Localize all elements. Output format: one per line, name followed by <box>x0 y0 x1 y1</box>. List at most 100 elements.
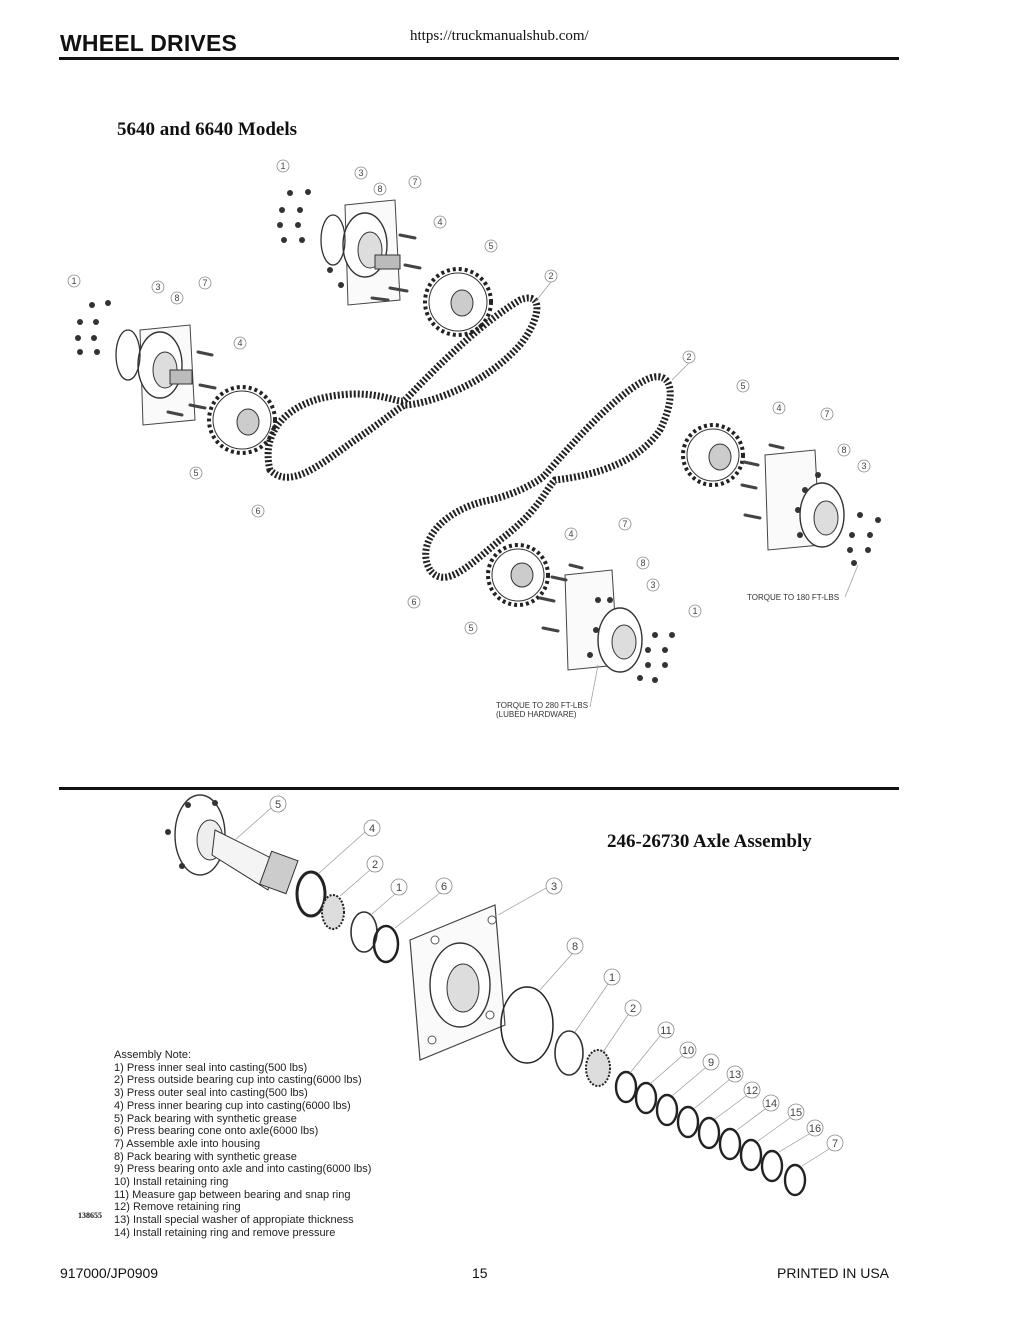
footer-page-number: 15 <box>472 1265 488 1281</box>
bearing-cone <box>321 894 345 930</box>
note-line: 3) Press outer seal into casting(500 lbs… <box>114 1087 308 1100</box>
svg-text:2: 2 <box>548 271 553 281</box>
svg-text:3: 3 <box>155 282 160 292</box>
svg-text:7: 7 <box>824 409 829 419</box>
svg-text:7: 7 <box>412 177 417 187</box>
svg-text:8: 8 <box>174 293 179 303</box>
torque-note-bottom-2: (LUBED HARDWARE) <box>496 710 577 719</box>
hub-assembly-bottom <box>538 563 675 683</box>
assembly-notes: Assembly Note: 1) Press inner seal into … <box>114 1049 444 1239</box>
hub-assembly-left <box>75 300 217 426</box>
svg-text:5: 5 <box>468 623 473 633</box>
svg-text:10: 10 <box>682 1045 694 1057</box>
section1-title: 5640 and 6640 Models <box>117 119 297 140</box>
outer-seal <box>372 924 400 964</box>
svg-text:1: 1 <box>71 276 76 286</box>
svg-text:8: 8 <box>841 445 846 455</box>
header-rule <box>59 57 899 60</box>
svg-text:3: 3 <box>358 168 363 178</box>
svg-text:2: 2 <box>686 352 691 362</box>
note-heading: Assembly Note: <box>114 1049 192 1061</box>
sprocket-right <box>681 423 745 487</box>
svg-text:8: 8 <box>640 558 645 568</box>
note-line: 5) Pack bearing with synthetic grease <box>114 1112 297 1125</box>
sprocket-left <box>207 385 277 455</box>
sprocket-bottom <box>486 543 550 607</box>
callout-labels-axle: 5 4 2 1 6 3 8 1 2 11 10 9 13 12 14 15 16… <box>275 799 838 1150</box>
section-rule <box>59 787 899 790</box>
chain-upper <box>264 294 541 481</box>
svg-text:7: 7 <box>202 278 207 288</box>
outer-bearing-cup <box>554 1030 584 1076</box>
callouts-axle <box>269 795 844 1152</box>
axle-shaft <box>165 794 299 895</box>
hub-assembly-top <box>277 189 422 306</box>
svg-text:11: 11 <box>660 1025 671 1037</box>
svg-text:5: 5 <box>193 468 198 478</box>
torque-note-bottom-1: TORQUE TO 280 FT-LBS <box>496 701 588 710</box>
svg-text:4: 4 <box>437 217 442 227</box>
svg-text:13: 13 <box>729 1069 741 1081</box>
svg-text:1: 1 <box>692 606 697 616</box>
note-line: 7) Assemble axle into housing <box>114 1137 261 1150</box>
svg-text:1: 1 <box>609 972 615 984</box>
retaining-rings <box>614 1070 807 1197</box>
source-url[interactable]: https://truckmanualshub.com/ <box>410 28 589 44</box>
svg-text:6: 6 <box>255 506 260 516</box>
note-line: 4) Press inner bearing cup into casting(… <box>114 1099 351 1112</box>
outer-bearing-cone <box>585 1049 611 1087</box>
note-line: 10) Install retaining ring <box>114 1176 229 1189</box>
svg-text:1: 1 <box>280 161 285 171</box>
svg-text:3: 3 <box>551 881 557 893</box>
page-title: WHEEL DRIVES <box>60 30 238 56</box>
svg-text:3: 3 <box>650 580 655 590</box>
inner-seal <box>295 870 327 918</box>
note-line: 6) Press bearing cone onto axle(6000 lbs… <box>114 1125 319 1138</box>
axle-assembly-diagram: 5 4 2 1 6 3 8 1 2 11 10 9 13 12 14 15 16… <box>165 794 844 1197</box>
svg-text:7: 7 <box>832 1138 838 1150</box>
svg-text:7: 7 <box>622 519 627 529</box>
footer-doc-number: 917000/JP0909 <box>60 1265 159 1281</box>
leader-lines <box>534 281 859 708</box>
svg-text:8: 8 <box>377 184 382 194</box>
svg-text:4: 4 <box>776 403 781 413</box>
callouts-section1 <box>67 159 871 635</box>
hub-assembly-right <box>740 443 881 566</box>
note-line: 14) Install retaining ring and remove pr… <box>114 1226 336 1239</box>
svg-text:16: 16 <box>809 1123 821 1135</box>
svg-text:5: 5 <box>740 381 745 391</box>
sprocket-top <box>423 267 493 337</box>
svg-text:5: 5 <box>275 799 281 811</box>
note-line: 13) Install special washer of appropiate… <box>114 1214 354 1227</box>
wheel-drive-diagram: 1 3 8 7 4 5 2 1 3 8 7 4 5 6 2 5 4 7 8 3 … <box>67 159 881 719</box>
chain-lower <box>422 373 674 581</box>
note-line: 8) Pack bearing with synthetic grease <box>114 1150 297 1163</box>
svg-text:4: 4 <box>237 338 242 348</box>
svg-text:1: 1 <box>396 882 402 894</box>
note-line: 12) Remove retaining ring <box>114 1201 241 1214</box>
torque-note-right: TORQUE TO 180 FT-LBS <box>747 593 839 602</box>
drawing-code: 138655 <box>78 1211 102 1220</box>
note-line: 11) Measure gap between bearing and snap… <box>114 1188 351 1201</box>
axle-leader-lines <box>234 807 830 1167</box>
svg-text:4: 4 <box>568 529 573 539</box>
note-line: 2) Press outside bearing cup into castin… <box>114 1074 362 1087</box>
section2-title: 246-26730 Axle Assembly <box>607 831 812 852</box>
svg-text:6: 6 <box>411 597 416 607</box>
svg-text:2: 2 <box>372 859 378 871</box>
svg-text:14: 14 <box>765 1098 777 1110</box>
callout-labels-section1: 1 3 8 7 4 5 2 1 3 8 7 4 5 6 2 5 4 7 8 3 … <box>71 161 866 633</box>
svg-text:12: 12 <box>746 1085 758 1097</box>
svg-text:5: 5 <box>488 241 493 251</box>
o-ring <box>500 986 554 1064</box>
svg-text:2: 2 <box>630 1003 636 1015</box>
svg-text:8: 8 <box>572 941 578 953</box>
svg-text:6: 6 <box>441 881 447 893</box>
svg-text:9: 9 <box>708 1057 714 1069</box>
svg-text:15: 15 <box>790 1107 802 1119</box>
footer-printed: PRINTED IN USA <box>777 1265 890 1281</box>
note-line: 1) Press inner seal into casting(500 lbs… <box>114 1061 308 1074</box>
note-line: 9) Press bearing onto axle and into cast… <box>114 1163 372 1176</box>
svg-text:4: 4 <box>369 823 375 835</box>
axle-housing <box>409 904 506 1061</box>
